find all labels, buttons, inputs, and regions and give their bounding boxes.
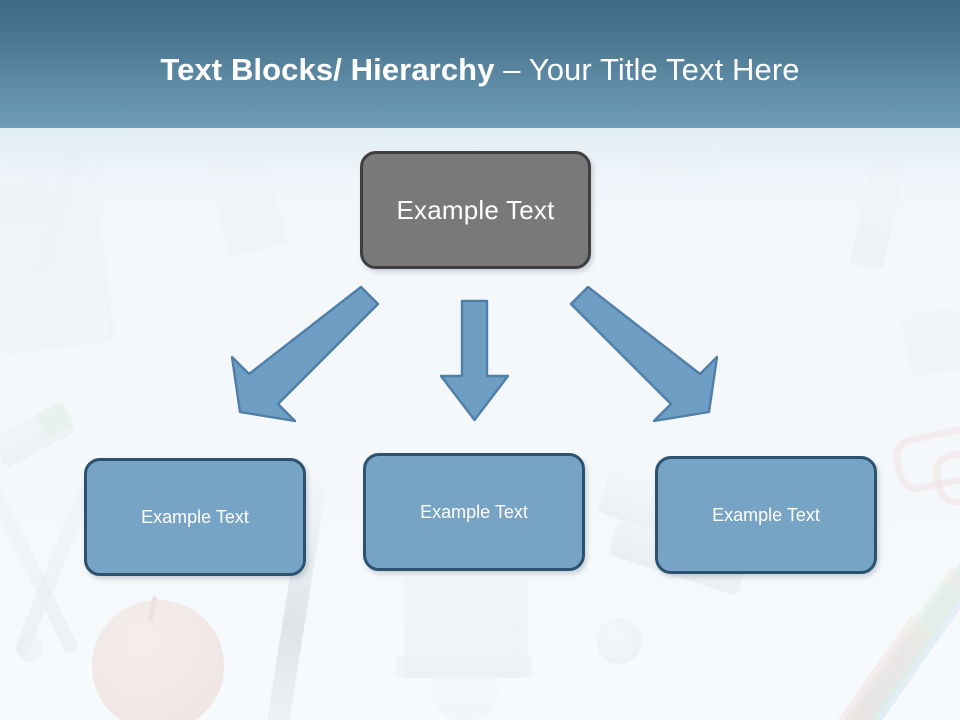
page-title-bold: Text Blocks/ Hierarchy [160, 52, 495, 87]
date-stamp-rule [414, 604, 518, 605]
colored-pencil-pink [745, 614, 933, 720]
hierarchy-child-node-2-label: Example Text [420, 501, 528, 522]
arrow-down-left-icon[interactable] [230, 285, 380, 423]
page-title: Text Blocks/ Hierarchy – Your Title Text… [0, 50, 960, 90]
scissors-pivot [17, 636, 43, 662]
hierarchy-child-node-3[interactable]: Example Text [655, 456, 877, 574]
hierarchy-child-node-1-label: Example Text [141, 506, 249, 527]
date-stamp-rule [414, 652, 518, 653]
notebook-slot [0, 175, 54, 228]
ruler-background-object [200, 126, 288, 258]
date-stamp-handle [432, 676, 498, 720]
page-title-light: Your Title Text Here [528, 52, 800, 87]
card-background-object [636, 129, 722, 195]
hierarchy-child-node-2[interactable]: Example Text [363, 453, 585, 571]
arrow-down-icon[interactable] [439, 299, 510, 422]
arrow-down-right-icon[interactable] [569, 285, 719, 423]
date-stamp-rule [414, 628, 518, 629]
hierarchy-child-node-1[interactable]: Example Text [84, 458, 306, 576]
eraser-background-object [901, 304, 960, 378]
hierarchy-child-node-3-label: Example Text [712, 504, 820, 525]
date-stamp-base [396, 656, 532, 678]
hierarchy-top-node[interactable]: Example Text [360, 151, 591, 269]
apple-background-object [92, 600, 224, 720]
slide-header: Text Blocks/ Hierarchy – Your Title Text… [0, 0, 960, 128]
hierarchy-top-node-label: Example Text [396, 194, 555, 225]
tape-dispenser-wheel [596, 618, 642, 664]
page-title-separator: – [494, 52, 529, 87]
scissors-blade-left [0, 459, 80, 655]
marker-background-object [849, 147, 909, 271]
